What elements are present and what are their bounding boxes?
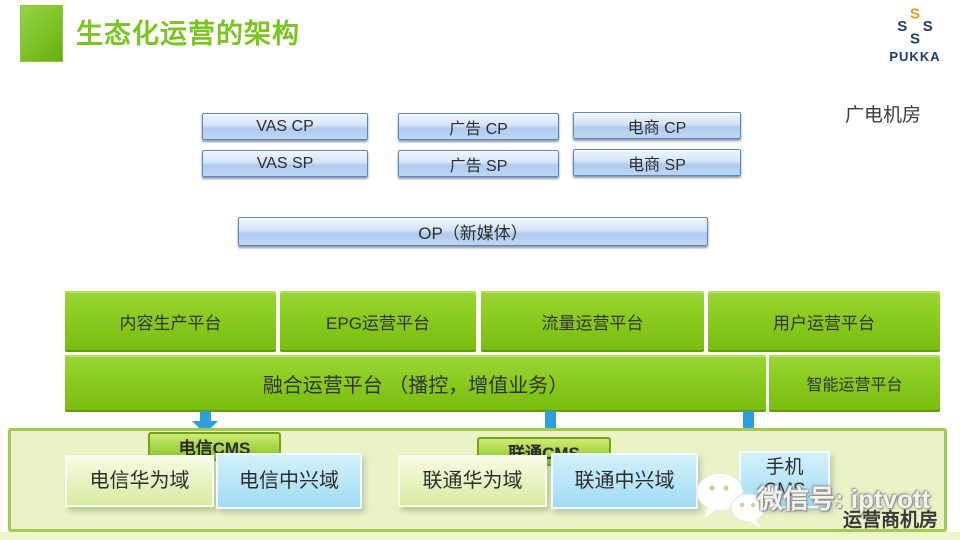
logo-diamond-icon: S S S S	[890, 1, 941, 52]
pukka-logo: S S S S PUKKA	[880, 5, 950, 64]
domain-box-telecom-zte: 电信中兴域	[216, 453, 362, 509]
platform-box-epg: EPG运营平台	[280, 291, 476, 352]
footer-strip	[0, 532, 960, 540]
arrow-stem	[199, 411, 211, 421]
box-ecommerce-sp: 电商 SP	[573, 149, 741, 176]
box-vas-cp: VAS CP	[202, 113, 368, 140]
box-ecommerce-cp: 电商 CP	[573, 112, 741, 139]
domain-box-unicom-huawei: 联通华为域	[398, 455, 547, 507]
title-accent-bar	[20, 5, 63, 62]
logo-brand-name: PUKKA	[889, 49, 941, 64]
watermark-wechat-id: 微信号: iptvott	[757, 484, 931, 514]
arrow-stem	[742, 411, 754, 441]
wechat-icon	[694, 470, 770, 533]
arrow-stem	[544, 411, 556, 428]
domain-box-telecom-huawei: 电信华为域	[65, 455, 214, 507]
fusion-platform-box: 融合运营平台 （播控，增值业务）	[65, 355, 766, 412]
platform-box-user: 用户运营平台	[708, 291, 940, 352]
logo-s-glyph: S	[909, 30, 920, 48]
op-new-media-box: OP（新媒体）	[238, 217, 708, 246]
broadcast-room-label: 广电机房	[845, 105, 922, 126]
operator-room-label: 运营商机房	[843, 510, 939, 531]
box-ad-sp: 广告 SP	[398, 150, 559, 177]
domain-box-unicom-zte: 联通中兴域	[551, 453, 698, 509]
box-ad-cp: 广告 CP	[398, 113, 559, 140]
smart-platform-box: 智能运营平台	[769, 355, 940, 412]
page-title: 生态化运营的架构	[76, 19, 300, 49]
platform-box-content: 内容生产平台	[65, 291, 276, 352]
box-vas-sp: VAS SP	[202, 150, 368, 177]
platform-box-traffic: 流量运营平台	[481, 291, 704, 352]
